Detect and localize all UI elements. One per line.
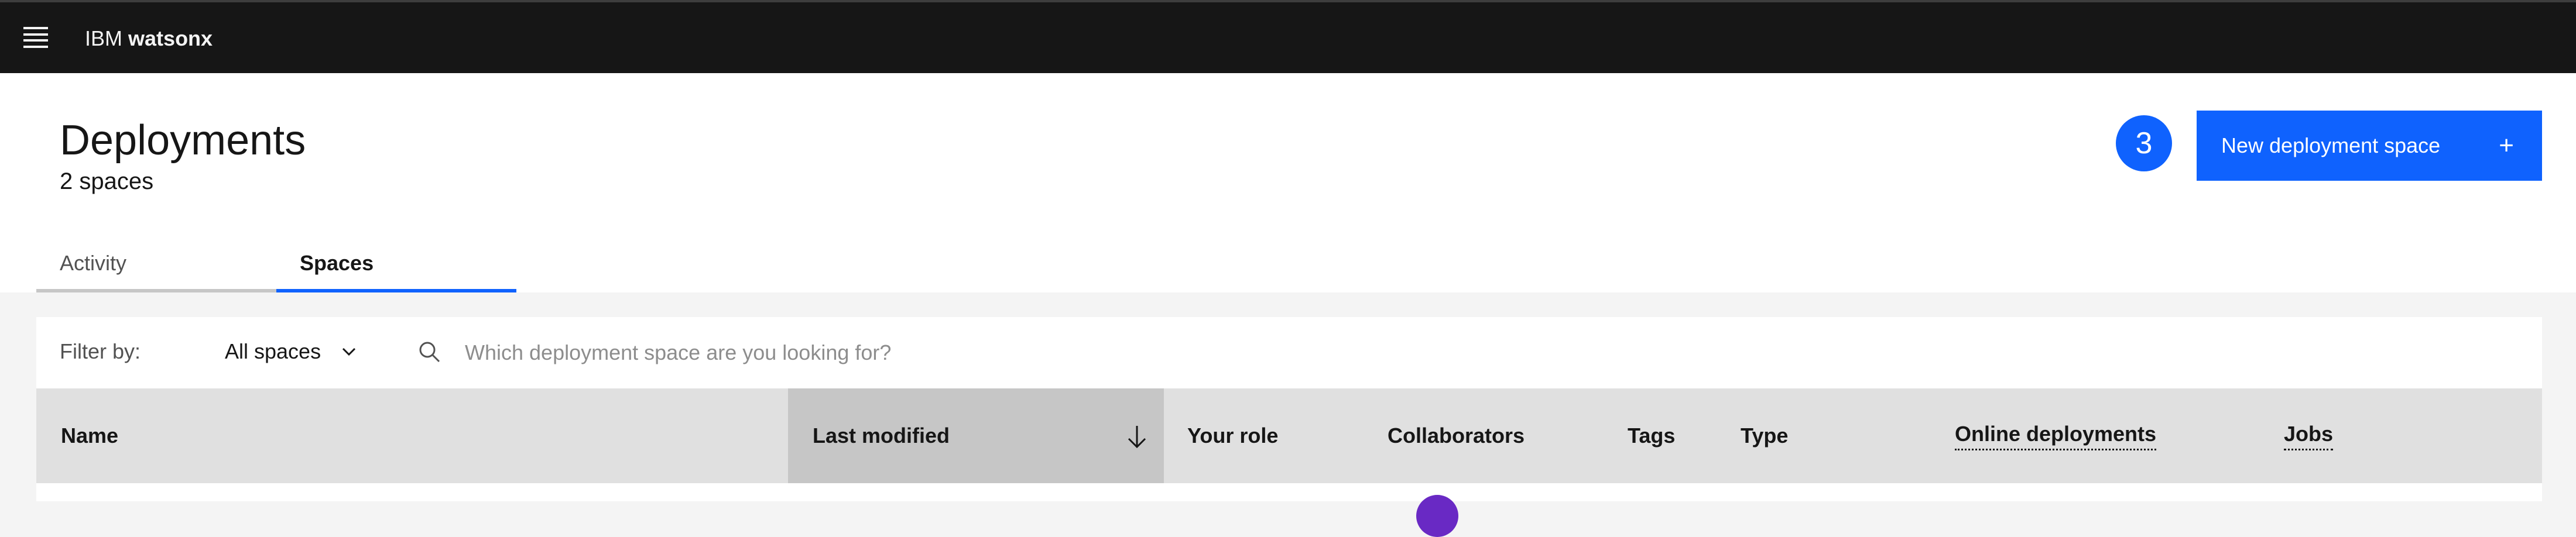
- table-header-row: Name Last modified Your role Collaborato…: [36, 388, 2542, 483]
- brand-logo[interactable]: IBM watsonx: [85, 26, 213, 51]
- page-header: Deployments 2 spaces 3 New deployment sp…: [0, 73, 2576, 292]
- column-header-label: Name: [61, 424, 119, 448]
- column-header-jobs[interactable]: Jobs: [2284, 388, 2459, 483]
- filter-toolbar: Filter by: All spaces: [36, 317, 2542, 388]
- column-header-label: Collaborators: [1388, 424, 1525, 448]
- tab-spaces[interactable]: Spaces: [276, 243, 516, 292]
- page-title: Deployments: [60, 117, 306, 164]
- tab-list: Activity Spaces: [36, 243, 516, 292]
- filter-label: Filter by:: [60, 339, 141, 363]
- column-header-online-deployments[interactable]: Online deployments: [1955, 388, 2283, 483]
- search-input[interactable]: [465, 332, 2455, 373]
- brand-prefix: IBM: [85, 26, 123, 50]
- new-deployment-space-button[interactable]: New deployment space +: [2197, 111, 2542, 181]
- space-filter-dropdown[interactable]: All spaces: [225, 337, 357, 366]
- column-header-label: Type: [1741, 424, 1789, 448]
- chevron-down-icon: [342, 347, 356, 356]
- column-header-name[interactable]: Name: [36, 388, 788, 483]
- space-count: 2 spaces: [60, 168, 154, 194]
- column-header-label: Your role: [1187, 424, 1279, 448]
- search-icon: [419, 342, 440, 363]
- column-header-your-role[interactable]: Your role: [1187, 388, 1363, 483]
- new-deployment-space-label: New deployment space: [2221, 133, 2441, 157]
- column-header-type[interactable]: Type: [1741, 388, 1916, 483]
- column-header-label: Tags: [1628, 424, 1676, 448]
- tab-activity[interactable]: Activity: [36, 243, 276, 292]
- column-header-collaborators[interactable]: Collaborators: [1388, 388, 1610, 483]
- step-badge: 3: [2116, 115, 2172, 171]
- column-header-label: Jobs: [2284, 422, 2334, 450]
- arrow-down-icon: [1128, 426, 1146, 449]
- table-row[interactable]: [36, 483, 2542, 537]
- hamburger-menu-icon[interactable]: [23, 27, 48, 48]
- top-navigation-bar: IBM watsonx: [0, 0, 2576, 73]
- filter-selected-value: All spaces: [225, 339, 321, 363]
- column-header-label: Online deployments: [1955, 422, 2157, 450]
- column-header-tags[interactable]: Tags: [1628, 388, 1733, 483]
- plus-icon: +: [2499, 131, 2514, 160]
- column-header-last-modified[interactable]: Last modified: [788, 388, 1164, 483]
- column-header-label: Last modified: [813, 424, 950, 448]
- brand-product: watsonx: [128, 26, 213, 50]
